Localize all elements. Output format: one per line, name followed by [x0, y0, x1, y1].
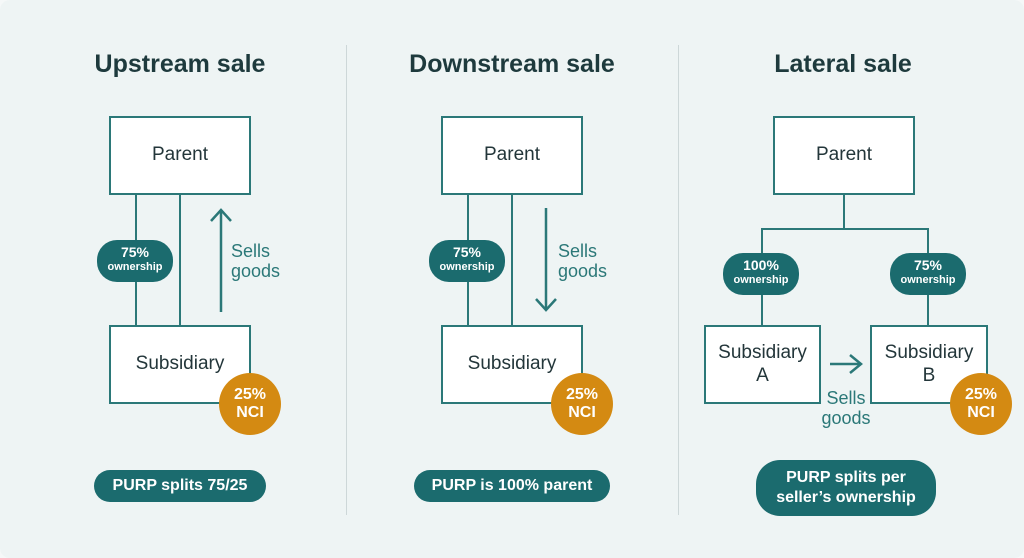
ownership-line [179, 194, 181, 326]
subsidiary-label: Subsidiary [467, 353, 557, 375]
parent-box: Parent [773, 116, 915, 195]
nci-label: NCI [236, 404, 264, 421]
arrow-up-icon [210, 208, 232, 312]
arrow-right-icon [830, 354, 863, 374]
panel-divider [678, 45, 679, 515]
subsidiary-b-label: Subsidiary [884, 341, 974, 363]
ownership-pill: 75% ownership [890, 253, 966, 295]
subsidiary-a-letter: A [756, 364, 769, 386]
lateral-title: Lateral sale [774, 50, 912, 78]
upstream-title: Upstream sale [94, 50, 266, 78]
ownership-line [511, 194, 513, 326]
parent-box: Parent [441, 116, 583, 195]
tree-line [761, 228, 929, 230]
arrow-label: Sells goods [558, 241, 607, 281]
arrow-label-line: Sells [231, 241, 271, 261]
subsidiary-a-box: Subsidiary A [704, 325, 821, 404]
parent-label: Parent [484, 144, 540, 166]
nci-percent: 25% [964, 386, 998, 403]
tree-line [843, 194, 845, 230]
ownership-pill: 75% ownership [97, 240, 173, 282]
ownership-label: ownership [900, 274, 956, 286]
ownership-percent: 100% [743, 257, 779, 273]
arrow-label-line: Sells [826, 388, 866, 408]
footer-line: PURP splits per [786, 469, 906, 486]
ownership-percent: 75% [452, 244, 482, 260]
arrow-label: Sells goods [231, 241, 280, 281]
nci-percent: 25% [233, 386, 267, 403]
arrow-label: Sells goods [819, 388, 873, 428]
nci-badge: 25% NCI [950, 373, 1012, 435]
ownership-label: ownership [733, 274, 789, 286]
ownership-label: ownership [439, 261, 495, 273]
downstream-footer: PURP is 100% parent [414, 470, 610, 502]
parent-label: Parent [816, 144, 872, 166]
parent-label: Parent [152, 144, 208, 166]
arrow-label-line: Sells [558, 241, 598, 261]
subsidiary-label: Subsidiary [135, 353, 225, 375]
parent-box: Parent [109, 116, 251, 195]
ownership-label: ownership [107, 261, 163, 273]
arrow-label-line: goods [558, 261, 608, 281]
nci-label: NCI [967, 404, 995, 421]
nci-badge: 25% NCI [219, 373, 281, 435]
arrow-label-line: goods [231, 261, 281, 281]
ownership-pill: 75% ownership [429, 240, 505, 282]
downstream-title: Downstream sale [409, 50, 615, 78]
arrow-label-line: goods [821, 408, 871, 428]
panel-divider [346, 45, 347, 515]
subsidiary-b-letter: B [922, 364, 936, 386]
subsidiary-a-label: Subsidiary [718, 341, 807, 363]
ownership-percent: 75% [120, 244, 150, 260]
upstream-footer: PURP splits 75/25 [94, 470, 266, 502]
arrow-down-icon [535, 208, 557, 312]
ownership-pill: 100% ownership [723, 253, 799, 295]
ownership-percent: 75% [913, 257, 943, 273]
lateral-footer: PURP splits per seller’s ownership [756, 460, 936, 516]
nci-label: NCI [568, 404, 596, 421]
nci-percent: 25% [565, 386, 599, 403]
footer-line: seller’s ownership [776, 489, 916, 506]
nci-badge: 25% NCI [551, 373, 613, 435]
